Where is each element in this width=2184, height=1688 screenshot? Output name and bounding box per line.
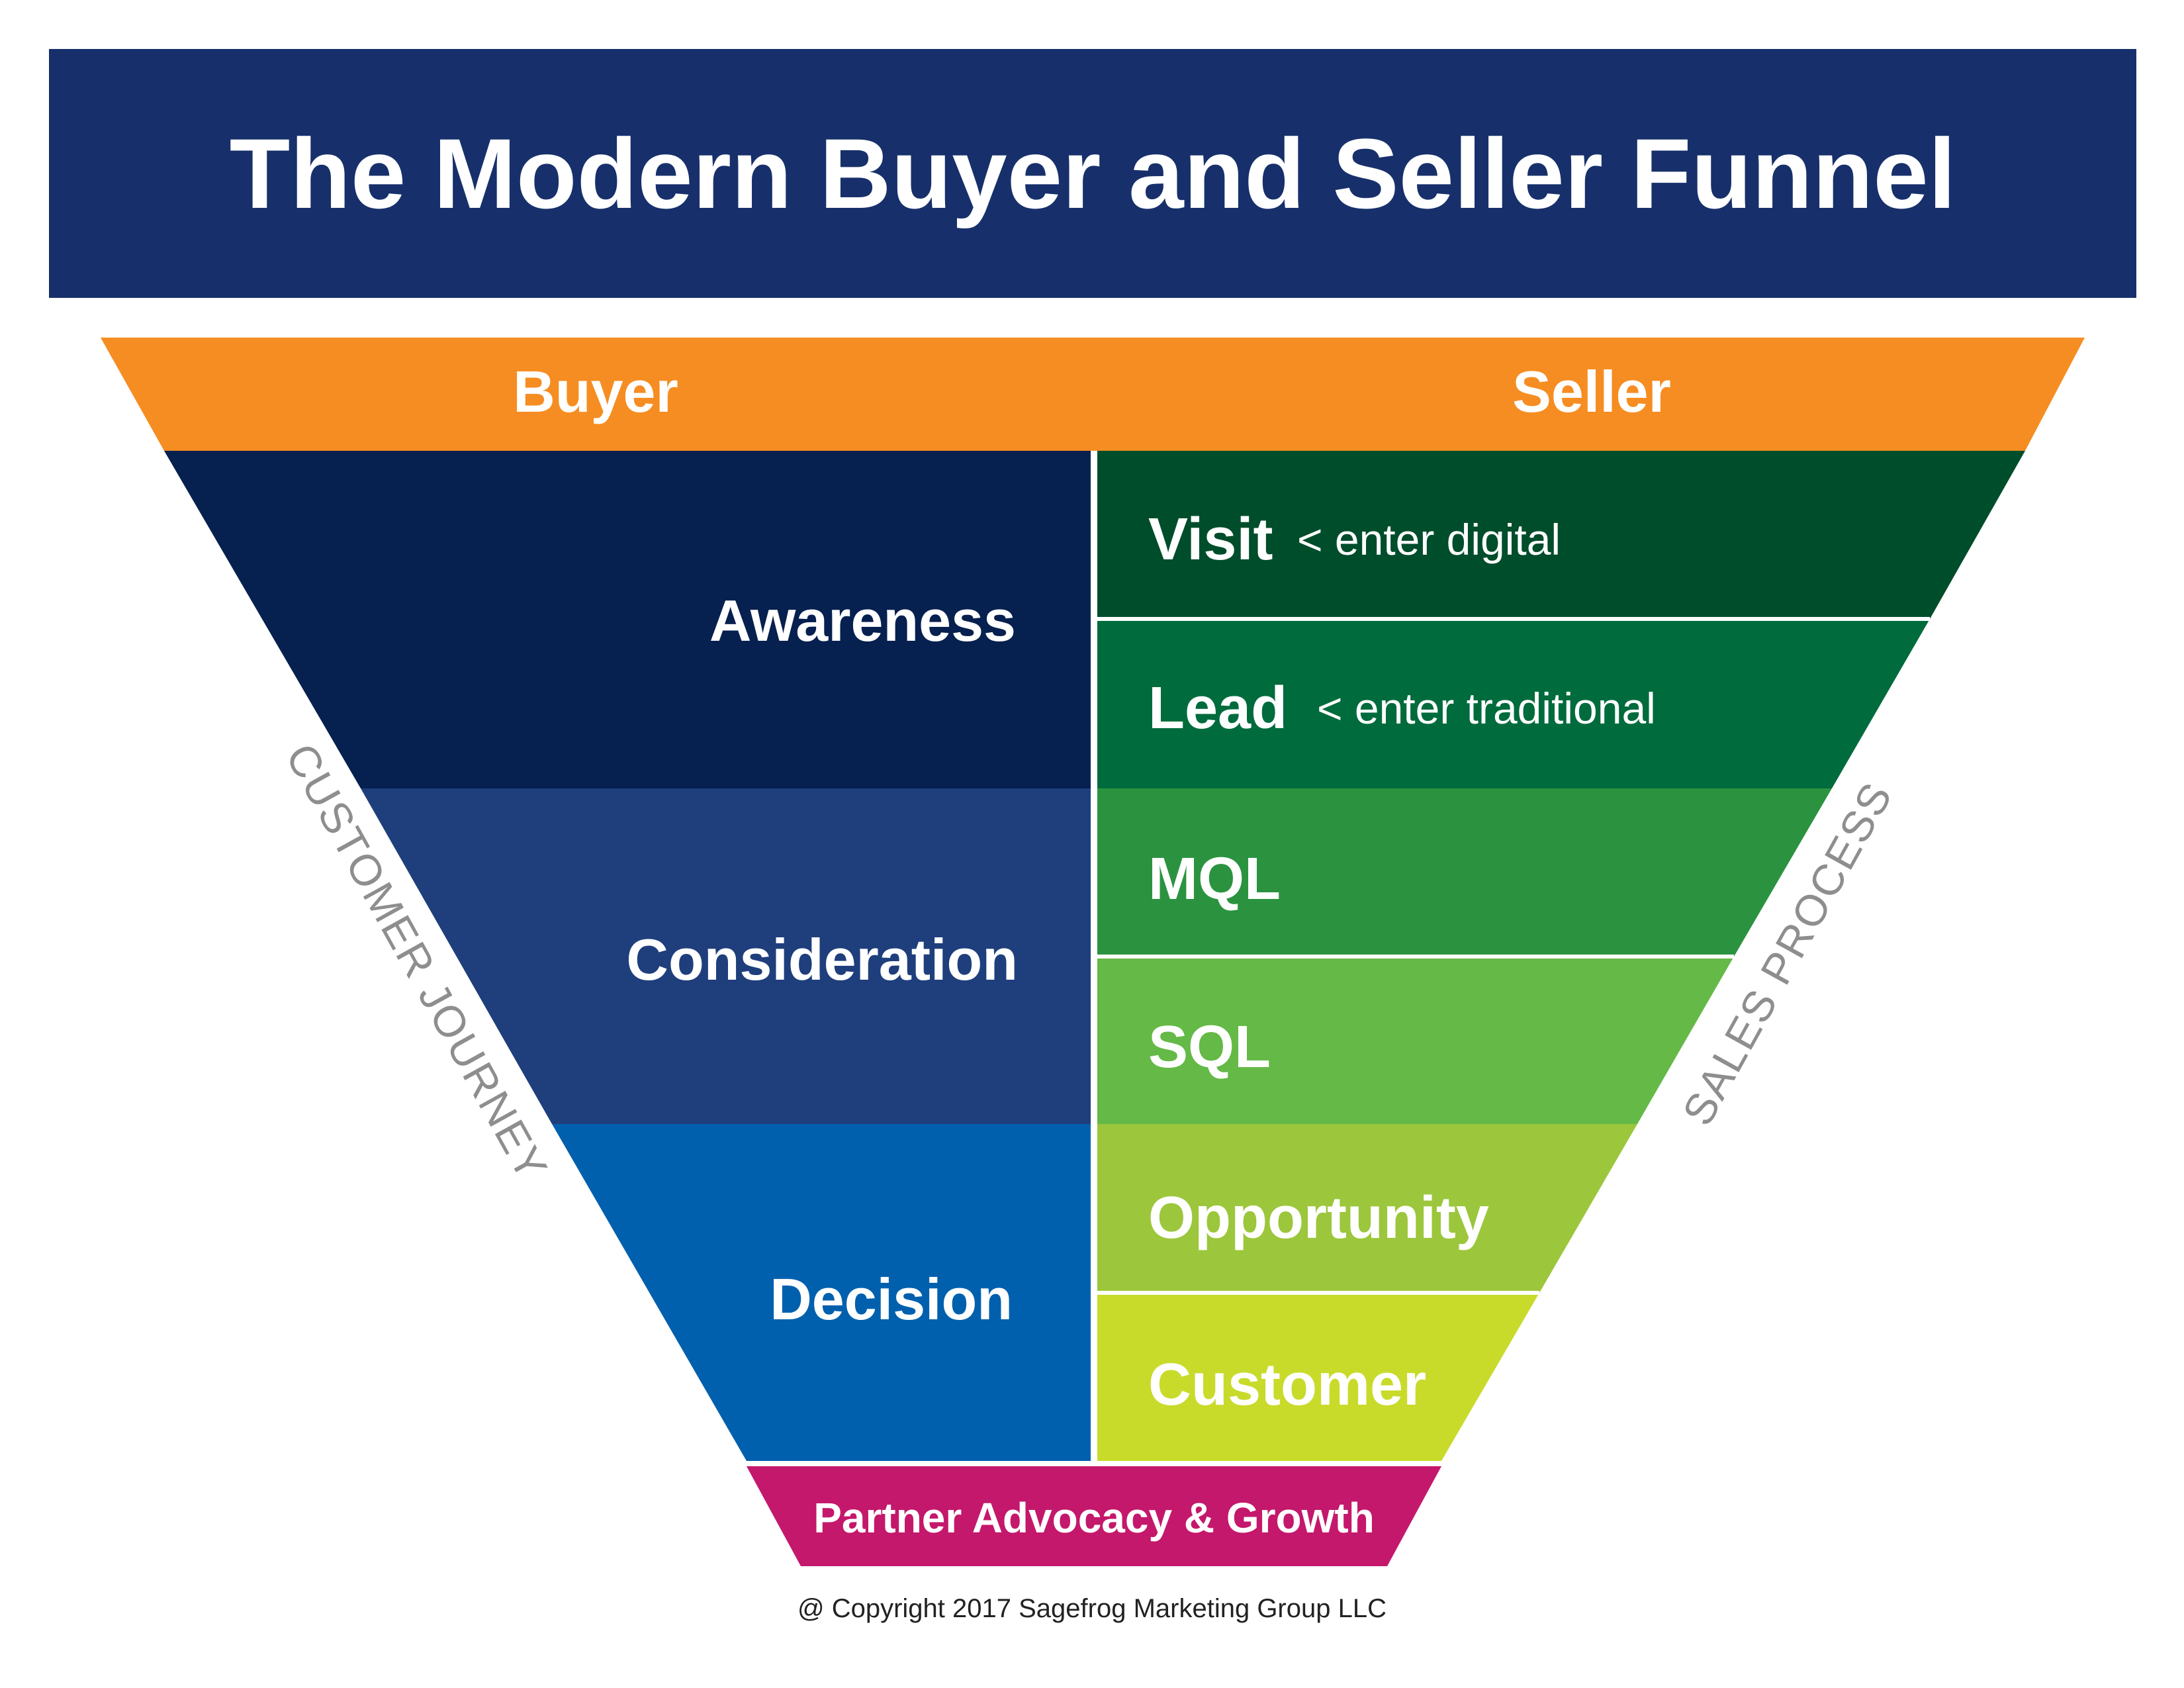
base-label: Partner Advocacy & Growth [813, 1494, 1375, 1542]
mql-label: MQL [1148, 846, 1281, 912]
header-band [101, 338, 2085, 451]
sql-block [1097, 957, 1734, 1124]
visit-label: Visit [1148, 506, 1273, 573]
page-title: The Modern Buyer and Seller Funnel [229, 117, 1956, 229]
mql-block [1097, 788, 1832, 957]
awareness-label: Awareness [709, 588, 1016, 653]
decision-label: Decision [770, 1266, 1013, 1332]
customer-label: Customer [1148, 1352, 1426, 1418]
copyright-notice: @ Copyright 2017 Sagefrog Marketing Grou… [797, 1594, 1387, 1623]
opportunity-label: Opportunity [1148, 1185, 1489, 1251]
decision-block [552, 1124, 1091, 1461]
visit-block [1097, 451, 2025, 619]
consideration-label: Consideration [626, 927, 1018, 992]
visit-note: < enter digital [1297, 515, 1561, 564]
buyer-header: Buyer [513, 359, 678, 424]
base-band [747, 1466, 1441, 1566]
lead-note: < enter traditional [1317, 684, 1656, 733]
visit-stage: Visit [1148, 506, 1273, 573]
sql-label: SQL [1148, 1014, 1271, 1080]
title-banner: The Modern Buyer and Seller Funnel [49, 49, 2136, 298]
lead-label: Lead [1148, 675, 1287, 741]
consideration-block [361, 788, 1091, 1124]
opportunity-block [1097, 1124, 1637, 1293]
lead-block [1097, 619, 1930, 788]
seller-dividers [1097, 617, 1930, 1295]
seller-header: Seller [1512, 359, 1671, 424]
awareness-block [164, 451, 1091, 788]
lead-stage: Lead [1148, 675, 1287, 741]
customer-block [1097, 1293, 1539, 1461]
